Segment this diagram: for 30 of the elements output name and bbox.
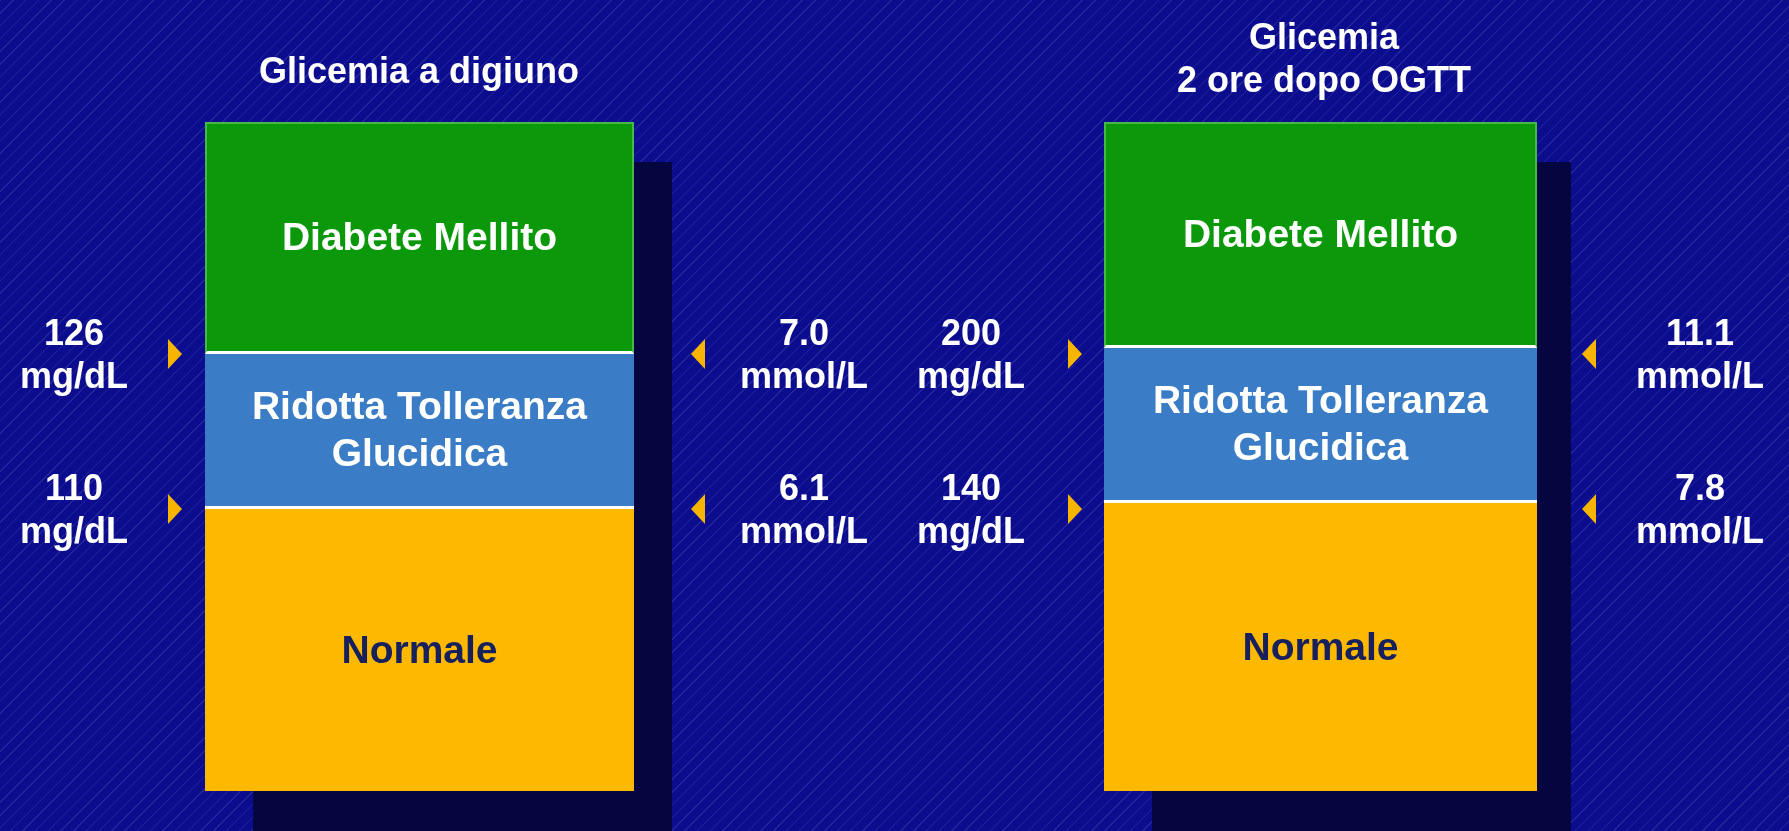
threshold-value: 200 mg/dL [917, 310, 1025, 398]
category-band [1104, 122, 1537, 348]
pointer-arrow [168, 494, 182, 524]
category-label: Normale [341, 626, 498, 673]
threshold-value: 11.1 mmol/L [1636, 310, 1764, 398]
threshold-value: 7.8 mmol/L [1636, 465, 1764, 553]
threshold-value: 7.0 mmol/L [740, 310, 868, 398]
category-label: Ridotta Tolleranza Glucidica [1151, 377, 1490, 470]
pointer-arrow [1582, 494, 1596, 524]
category-label: Normale [1242, 623, 1399, 670]
category-label: Ridotta Tolleranza Glucidica [250, 383, 589, 476]
category-label: Diabete Mellito [1182, 211, 1459, 258]
category-label: Diabete Mellito [281, 214, 558, 261]
category-band [1104, 503, 1537, 791]
threshold-value: 6.1 mmol/L [740, 465, 868, 553]
category-band [205, 509, 634, 791]
pointer-arrow [1582, 339, 1596, 369]
pointer-arrow [691, 494, 705, 524]
category-band [205, 354, 634, 509]
category-band [205, 122, 634, 354]
threshold-value: 126 mg/dL [20, 310, 128, 398]
column-heading: Glicemia 2 ore dopo OGTT [1176, 14, 1472, 102]
threshold-value: 140 mg/dL [917, 465, 1025, 553]
threshold-value: 110 mg/dL [20, 465, 128, 553]
category-band [1104, 348, 1537, 503]
pointer-arrow [1068, 339, 1082, 369]
pointer-arrow [691, 339, 705, 369]
pointer-arrow [168, 339, 182, 369]
pointer-arrow [1068, 494, 1082, 524]
column-heading: Glicemia a digiuno [257, 49, 581, 93]
